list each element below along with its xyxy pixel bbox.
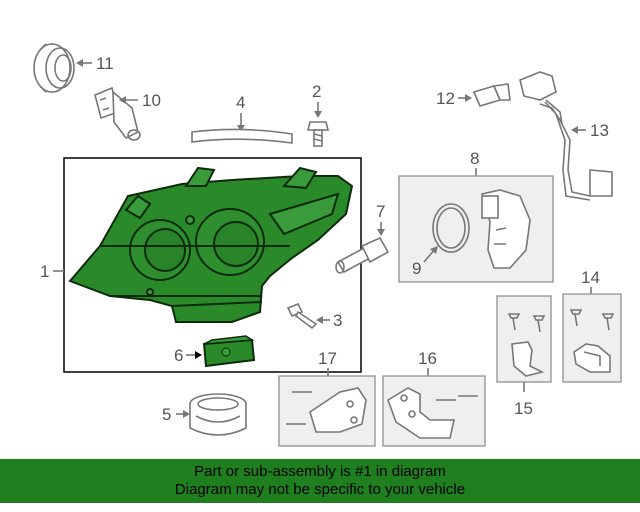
callout-14: 14 [581, 268, 600, 287]
arrow-5 [183, 410, 190, 418]
part-7-bulb[interactable] [335, 236, 390, 274]
arrow-4 [237, 125, 245, 132]
banner-line-1: Part or sub-assembly is #1 in diagram [194, 463, 446, 480]
part-12-bulb[interactable] [472, 83, 511, 107]
part-2-bolt[interactable] [306, 121, 330, 147]
callout-2: 2 [312, 82, 321, 101]
callout-3: 3 [333, 311, 342, 330]
part-8-socket-assembly[interactable] [480, 189, 531, 269]
part-5-socket-ring[interactable] [189, 393, 247, 436]
arrow-13 [571, 126, 578, 134]
callout-11: 11 [96, 54, 114, 73]
arrow-6 [195, 351, 202, 359]
arrow-3 [316, 316, 323, 324]
callout-9: 9 [412, 259, 421, 278]
callout-15: 15 [514, 399, 533, 418]
part-15-repair-kit[interactable] [507, 313, 546, 377]
part-11-socket-ring[interactable] [33, 43, 75, 93]
banner-line-2: Diagram may not be specific to your vehi… [174, 481, 466, 498]
part-10-bulb[interactable] [94, 86, 141, 141]
arrow-11 [76, 59, 83, 67]
arrow-12 [465, 94, 472, 102]
callout-6: 6 [174, 346, 183, 365]
callout-13: 13 [590, 121, 609, 140]
arrow-2 [314, 111, 322, 118]
arrow-7 [377, 229, 385, 236]
arrow-9 [430, 246, 438, 254]
part-1-headlamp-assembly[interactable] [68, 166, 354, 323]
part-6-module[interactable] [202, 335, 256, 368]
callout-17: 17 [318, 349, 337, 368]
callout-7: 7 [376, 202, 385, 221]
part-3-screw[interactable] [286, 302, 318, 330]
part-14-repair-kit[interactable] [569, 309, 615, 373]
callout-16: 16 [418, 349, 437, 368]
part-13-wiring-harness[interactable] [519, 71, 613, 201]
callout-5: 5 [162, 405, 171, 424]
part-17-repair-kit[interactable] [286, 387, 367, 433]
arrow-10 [119, 96, 126, 104]
callout-4: 4 [236, 93, 245, 112]
part-9-o-ring[interactable] [432, 203, 470, 253]
part-4-seal-strip[interactable] [191, 128, 293, 144]
callout-8: 8 [470, 149, 479, 168]
callout-1: 1 [40, 262, 49, 281]
callout-10: 10 [142, 91, 161, 110]
part-16-repair-kit[interactable] [387, 387, 478, 439]
callout-12: 12 [436, 89, 455, 108]
part-1-box [63, 157, 362, 373]
part-8-box [398, 175, 554, 283]
info-banner: Part or sub-assembly is #1 in diagram Di… [0, 459, 640, 503]
